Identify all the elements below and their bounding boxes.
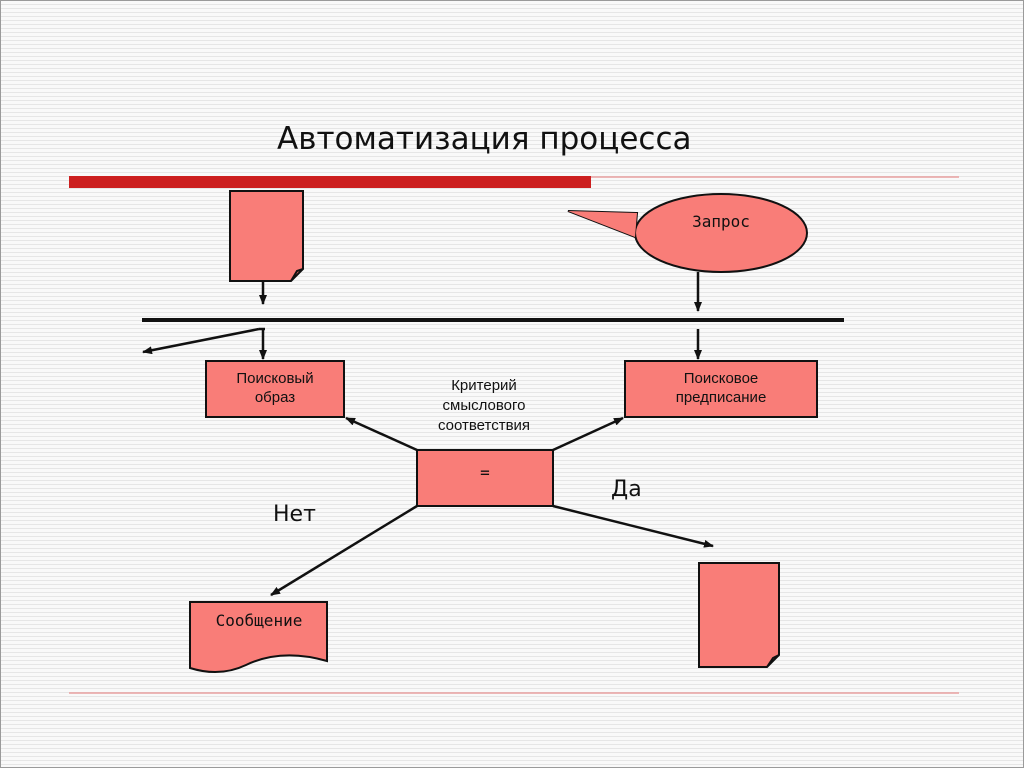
criterion-label-line3: соответствия: [438, 417, 530, 434]
search-image-label-line2: образ: [255, 389, 295, 406]
compare-box: [416, 449, 554, 507]
compare-label: =: [480, 463, 490, 482]
title-accent-bar: [69, 176, 591, 188]
query-bubble: [567, 193, 808, 273]
query-label: Запрос: [692, 212, 750, 231]
search-image-box: [205, 360, 345, 418]
document-shape-input: [229, 190, 304, 282]
criterion-label-line2: смыслового: [443, 397, 526, 414]
search-image-label-line1: Поисковый: [236, 370, 313, 387]
arrow-line-left-out: [142, 327, 260, 355]
search-prescription-label-line2: предписание: [676, 389, 767, 406]
yes-label: Да: [611, 477, 642, 502]
search-prescription-label-line1: Поисковое: [684, 370, 759, 387]
no-label: Нет: [273, 502, 316, 527]
arrow-compare-to-search-image: [345, 416, 418, 452]
message-shape: [189, 601, 328, 674]
criterion-label-line1: Критерий: [451, 377, 517, 394]
arrow-compare-to-prescription: [552, 416, 624, 452]
document-shape-output: [698, 562, 780, 668]
arrow-compare-to-message: [270, 504, 418, 597]
arrow-compare-to-output-document: [552, 504, 714, 548]
search-prescription-box: [624, 360, 818, 418]
slide-title: Автоматизация процесса: [277, 121, 692, 157]
message-label: Сообщение: [216, 611, 303, 630]
